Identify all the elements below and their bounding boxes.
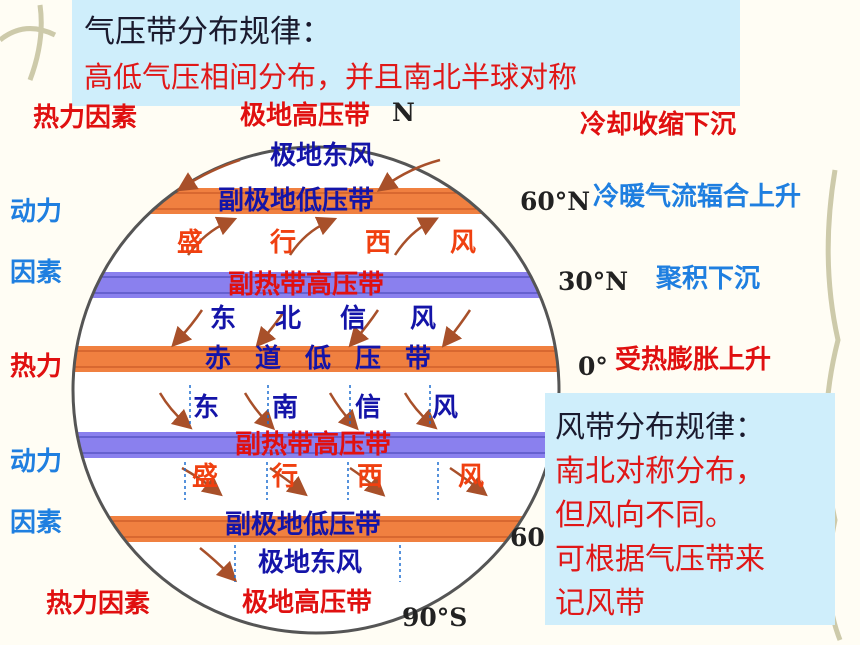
label-ne-trade-1: 东 [210, 304, 237, 334]
label-se-trade-1: 东 [193, 393, 220, 423]
label-subtropical-high-south: 副热带高压带 [235, 430, 392, 460]
label-westerly-south-2: 行 [272, 462, 299, 492]
left-dynamic-1a: 动力 [10, 197, 63, 227]
label-equatorial-low-5: 带 [405, 344, 432, 374]
right-heat-rise: 受热膨胀上升 [615, 345, 772, 375]
lat-north-pole: N [392, 98, 415, 127]
label-equatorial-low-4: 压 [355, 344, 382, 374]
label-westerly-north-1: 盛 [177, 228, 204, 258]
band-subtropical-high-north [73, 272, 559, 298]
left-dynamic-2a: 动力 [10, 447, 63, 477]
wind-rule-line-3: 但风向不同。 [555, 498, 735, 533]
label-ne-trade-3: 信 [340, 304, 367, 334]
title-line-1: 气压带分布规律： [84, 14, 332, 50]
wind-rule-line-4: 可根据气压带来 [555, 542, 765, 577]
right-cool-sink: 冷却收缩下沉 [580, 110, 737, 140]
label-westerly-south-1: 盛 [192, 462, 219, 492]
band-subtropical-high-south [73, 432, 559, 458]
label-equatorial-low-1: 赤 [205, 344, 232, 374]
wind-rule-panel [545, 393, 835, 625]
lat-30n: 30°N [558, 267, 629, 296]
lat-60n: 60°N [520, 187, 591, 216]
left-dynamic-2b: 因素 [10, 508, 63, 538]
label-equatorial-low-2: 道 [255, 344, 282, 374]
label-polar-easterlies-south: 极地东风 [258, 548, 363, 578]
title-panel [72, 0, 740, 106]
label-se-trade-3: 信 [355, 393, 382, 423]
label-se-trade-2: 南 [272, 393, 299, 423]
wind-rule-title: 风带分布规律： [555, 410, 765, 445]
vertical-flow-marks [184, 385, 439, 582]
label-ne-trade-4: 风 [410, 304, 437, 334]
label-westerly-south-3: 西 [357, 462, 384, 492]
label-se-trade-4: 风 [432, 393, 459, 423]
label-westerly-south-4: 风 [458, 462, 485, 492]
lat-60s: 60 [510, 523, 545, 552]
left-thermal-mid: 热力 [10, 352, 63, 382]
wind-rule-line-2: 南北对称分布， [555, 454, 765, 489]
label-polar-easterlies-north: 极地东风 [270, 141, 375, 171]
left-dynamic-1b: 因素 [10, 258, 63, 288]
label-westerly-north-2: 行 [270, 228, 297, 258]
label-ne-trade-2: 北 [275, 304, 302, 334]
globe-outline [71, 145, 561, 635]
band-subpolar-low-south [73, 516, 559, 542]
label-subtropical-high-north: 副热带高压带 [228, 270, 385, 300]
label-polar-high-north: 极地高压带 [240, 101, 371, 131]
wind-arrows [158, 158, 488, 583]
label-westerly-north-3: 西 [365, 228, 392, 258]
label-equatorial-low-3: 低 [305, 344, 332, 374]
right-converge-rise: 冷暖气流辐合上升 [593, 182, 802, 212]
wind-rule-line-5: 记风带 [555, 586, 645, 621]
left-thermal-bottom: 热力因素 [46, 589, 151, 619]
band-equatorial-low [73, 346, 559, 372]
lat-equator: 0° [578, 352, 608, 381]
left-thermal-top: 热力因素 [33, 103, 138, 133]
label-subpolar-low-north: 副极地低压带 [218, 186, 375, 216]
right-accumulate-sink: 聚积下沉 [656, 264, 761, 294]
title-line-2: 高低气压相间分布，并且南北半球对称 [84, 60, 578, 94]
lat-90s: 90°S [402, 603, 468, 632]
label-subpolar-low-south: 副极地低压带 [225, 510, 382, 540]
label-polar-high-south: 极地高压带 [242, 588, 373, 618]
label-westerly-north-4: 风 [450, 228, 477, 258]
